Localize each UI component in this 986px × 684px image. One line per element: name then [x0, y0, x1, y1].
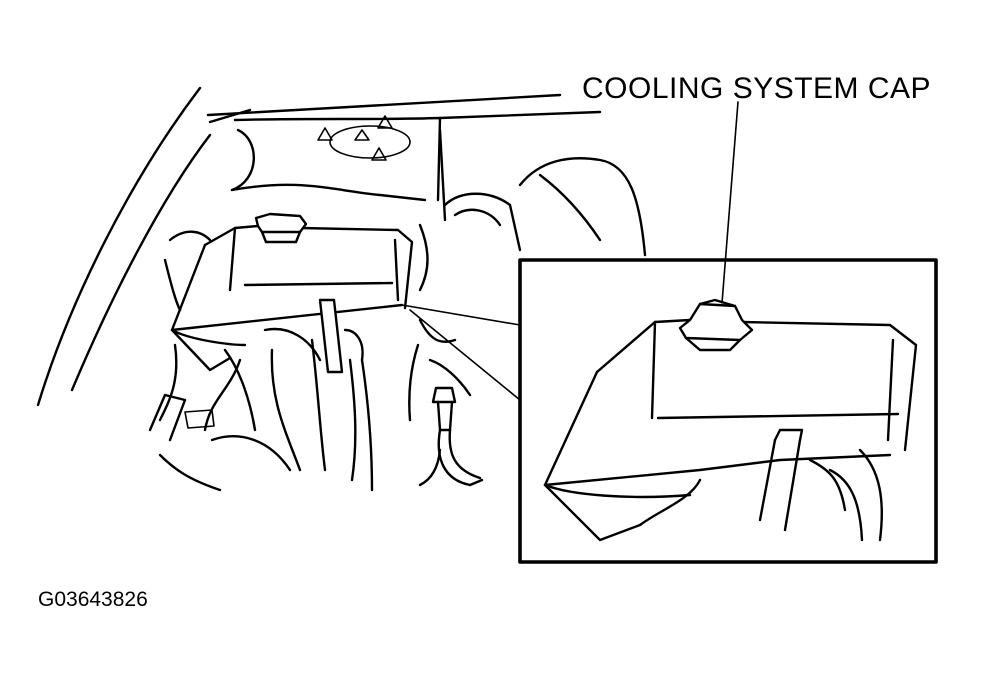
cooling-system-cap-label: COOLING SYSTEM CAP: [582, 72, 932, 105]
hood-edge: [36, 86, 562, 407]
callout-leader-line: [721, 101, 739, 304]
lower-engine-parts: [148, 230, 484, 492]
zoom-connector: [401, 304, 521, 401]
coolant-reservoir: [170, 212, 414, 372]
engine-background: [230, 110, 647, 292]
detail-inset: [518, 258, 938, 564]
figure-id: G03643826: [38, 588, 148, 611]
